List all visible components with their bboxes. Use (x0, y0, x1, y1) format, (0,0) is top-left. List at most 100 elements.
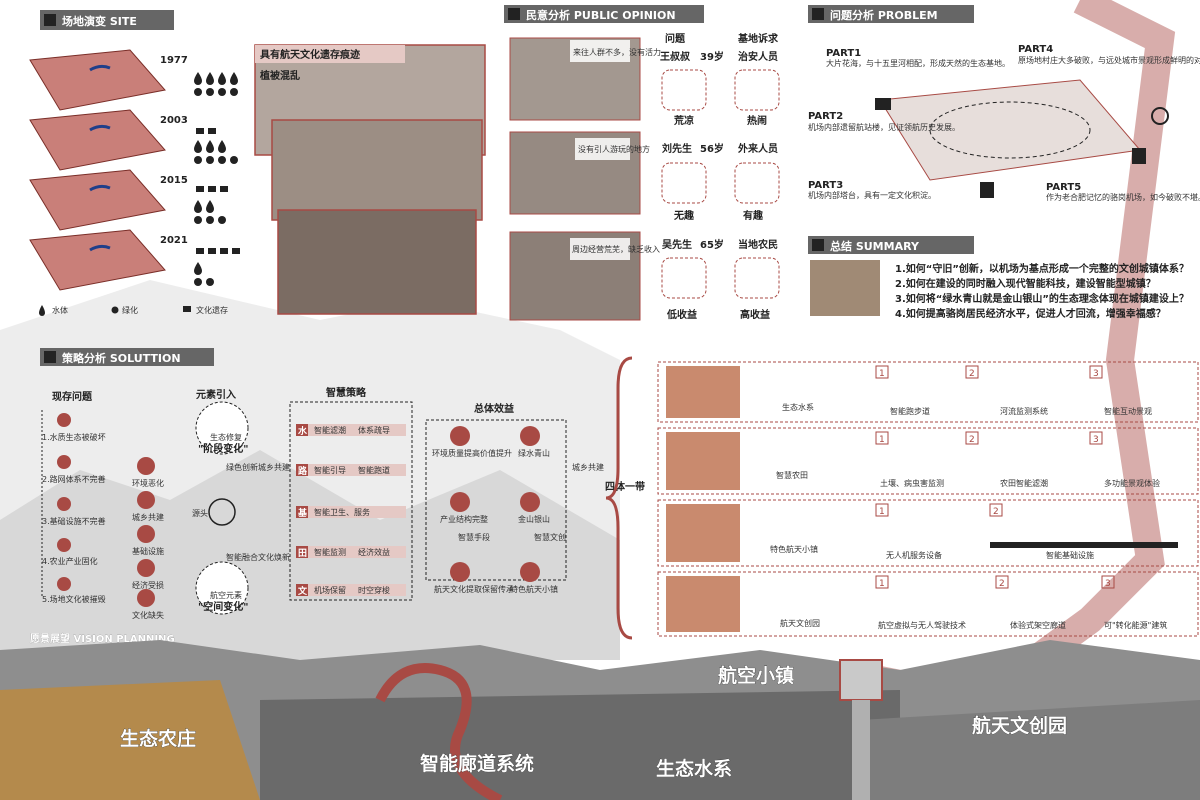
water-trace (89, 244, 111, 252)
stage-change-circle (195, 401, 249, 455)
water-trace (89, 184, 111, 192)
item-label: 智能互动景观 (1104, 406, 1152, 416)
item-number: 1 (879, 507, 885, 517)
person-role: 外来人员 (737, 142, 778, 155)
map-2015 (29, 169, 166, 231)
space-change-circle (195, 561, 249, 615)
row-a: 智能监测 (314, 547, 346, 557)
vision-map-tile (666, 366, 740, 418)
item-number-box (875, 575, 889, 589)
benefit-box (425, 419, 567, 581)
person-row-3: 吴先生 65岁 当地农民 周边经营荒芜，缺乏收入 低收益 高收益 (570, 238, 780, 321)
water-drop-icon (39, 305, 45, 316)
problem-label: 低收益 (666, 308, 697, 321)
problem-icon-frame (661, 69, 707, 111)
year-label: 2003 (160, 115, 188, 126)
tag-item: 城乡共建 (132, 512, 164, 522)
summary-item: 2.如何在建设的同时融入现代智能科技，建设智能型城镇？ (895, 277, 1156, 290)
tree-icon (194, 278, 214, 286)
city-rural-icon (137, 491, 155, 509)
item-label: 可"转化能源"建筑 (1104, 620, 1167, 630)
item-number-box (989, 503, 1003, 517)
site-section: 场地演变 SITE 1977 2003 2015 2021 (29, 10, 486, 316)
summary-item: 1.如何“守旧”创新，以机场为基点形成一个完整的文创城镇体系？ (895, 262, 1189, 275)
speech-bubble (570, 238, 630, 260)
header-square-icon (44, 351, 56, 363)
part-title: PART3 (808, 180, 843, 191)
strategy-header-bar (40, 348, 214, 366)
tag-item: 环境恶化 (132, 478, 164, 488)
person-role: 当地农民 (738, 238, 778, 251)
core-atom-icon (208, 498, 236, 526)
row-b: 经济效益 (358, 547, 390, 557)
item-label: 无人机服务设备 (886, 550, 942, 560)
water-drop-icon (194, 262, 202, 275)
demand-label: 高收益 (740, 308, 770, 321)
item-number-box (995, 575, 1009, 589)
corridor-spiral (375, 663, 503, 800)
vision-label-aviation-town: 航空小镇 (718, 664, 794, 687)
site-photo-mid (271, 119, 483, 221)
row-key: 田 (298, 548, 307, 559)
space-sub: 航空元素 (210, 590, 242, 600)
farm-icon (57, 538, 71, 552)
row-bar (308, 546, 406, 558)
vision-row-tag: 生态水系 (782, 402, 814, 412)
item-number-box (965, 365, 979, 379)
close-circle-icon (1151, 107, 1169, 125)
photo-label-vegetation: 植被混乱 (259, 69, 300, 82)
tower-shaft (852, 700, 870, 800)
money-icon (520, 492, 540, 512)
part-title: PART1 (826, 48, 861, 59)
demand-icon-frame (734, 162, 780, 204)
row-key-box (296, 424, 308, 436)
city-rural-label: 城乡共建 (572, 462, 604, 472)
water-drop-icon (194, 200, 214, 213)
item-label: 智能基础设施 (1046, 550, 1094, 560)
smart-culture-label: 智慧文创 (534, 532, 566, 542)
summary-photo (810, 260, 880, 316)
benefit-industry: 产业结构完整 (440, 514, 488, 524)
water-trace (89, 124, 111, 132)
summary-item: 3.如何将“绿水青山就是金山银山”的生态理念体现在城镇建设上？ (895, 292, 1189, 305)
document-icon (980, 182, 994, 198)
row-key-box (296, 546, 308, 558)
speech-text: 来往人群不多，没有活力 (573, 47, 661, 57)
tree-icon (194, 156, 238, 164)
row-b: 体系疏导 (358, 425, 390, 435)
item-label: 智能跑步道 (890, 406, 930, 416)
smart-strategy-box (289, 401, 413, 601)
smart-strategy-title: 智慧策略 (326, 386, 367, 399)
year-label: 1977 (160, 55, 188, 66)
problem-header-bar (808, 5, 974, 23)
strategy-rows: 水 智能滤潮 体系疏导 路 智能引导 智能跑道 基 智能卫生、服务 田 智能监测… (296, 424, 406, 597)
stage-change: "阶段变化" (198, 442, 248, 455)
item-number: 3 (1093, 435, 1099, 445)
heritage-icon (183, 306, 191, 312)
heritage-icon (196, 128, 216, 134)
terrace-fields (0, 680, 260, 800)
row-bar (308, 506, 406, 518)
tree-icon (194, 88, 238, 96)
problem-label: 无趣 (673, 209, 695, 222)
person-age: 56岁 (700, 142, 724, 155)
strategy-header: 策略分析 SOLUTTION (61, 351, 181, 365)
tag-item: 文化缺失 (132, 610, 164, 620)
problem-boundary-ring (929, 101, 1091, 159)
part-text: 机场内部遗留航站楼，见证领航历史发展。 (808, 122, 960, 132)
water-drop-icon (194, 72, 238, 85)
summary-item: 4.如何提高骆岗居民经济水平，促进人才回流，增强幸福感？ (895, 307, 1166, 320)
industry-icon (450, 492, 470, 512)
benefit-title: 总体效益 (474, 402, 514, 415)
current-issues-title: 现存问题 (52, 390, 93, 403)
item-number: 2 (969, 435, 975, 445)
item-label: 河流监测系统 (1000, 406, 1048, 416)
core-label: 源头 (192, 508, 208, 518)
water-trace (89, 64, 111, 72)
item-label: 多功能景观体验 (1104, 478, 1160, 488)
strategy-section: 策略分析 SOLUTTION 现存问题 1.水质生态被破坏 2.路网体系不完善 … (40, 348, 645, 640)
speech-text: 没有引人游玩的地方 (578, 144, 650, 154)
vision-label-aerospace-park: 航天文创园 (972, 714, 1067, 737)
person-age: 39岁 (700, 50, 724, 63)
demand-icon-frame (734, 257, 780, 299)
